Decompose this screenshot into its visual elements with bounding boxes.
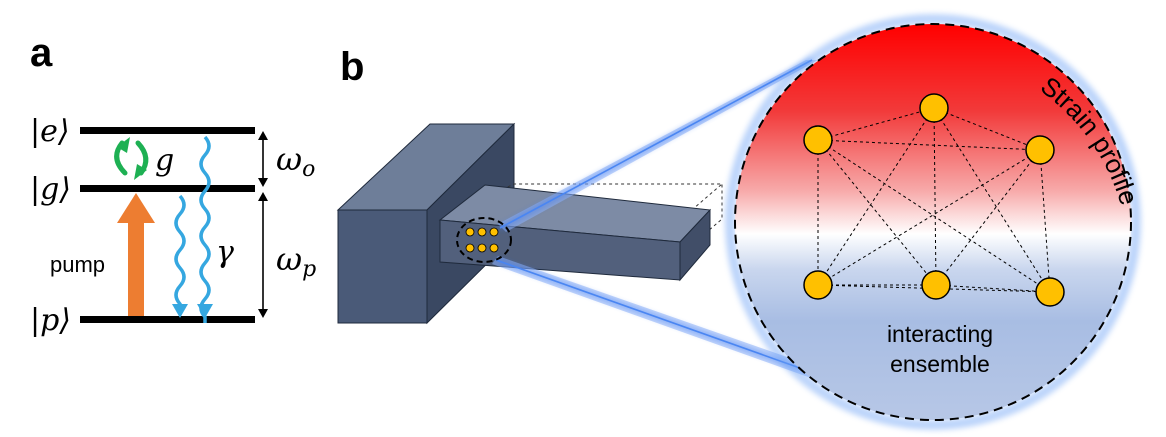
decay-label: γ xyxy=(216,235,234,270)
omega-o-label: ωo xyxy=(276,140,315,182)
ensemble-label-line1: interacting xyxy=(887,321,993,347)
level-g-label: |g⟩ xyxy=(30,172,71,207)
emitter-node xyxy=(919,93,949,123)
omega-o-bracket xyxy=(258,131,268,187)
emitter-node xyxy=(803,270,833,300)
emitter-nodes xyxy=(803,93,1065,307)
interaction-network xyxy=(817,107,1051,293)
panel-b: b xyxy=(336,14,1144,430)
pump-arrow xyxy=(117,193,155,316)
pump-label: pump xyxy=(50,252,105,277)
level-e-line xyxy=(80,127,255,134)
emitter-patch xyxy=(456,217,512,263)
emitter-node xyxy=(1025,135,1055,165)
ensemble-label-line2: ensemble xyxy=(890,351,990,377)
level-g-line xyxy=(80,185,255,192)
strain-circle xyxy=(725,14,1141,430)
emitter-node xyxy=(921,270,951,300)
panel-a-label: a xyxy=(30,31,53,75)
panel-b-label: b xyxy=(340,45,364,89)
level-p-line xyxy=(80,316,255,323)
emitter-node xyxy=(803,125,833,155)
zoom-cone xyxy=(492,58,830,382)
omega-p-label: ωp xyxy=(276,240,316,282)
level-e-label: |e⟩ xyxy=(30,114,70,149)
level-p-label: |p⟩ xyxy=(30,303,71,338)
panel-a: a |e⟩ |g⟩ |p⟩ pump g γ xyxy=(30,31,316,338)
decay-arrows xyxy=(172,135,213,323)
coupling-label: g xyxy=(155,143,174,178)
omega-p-bracket xyxy=(258,192,268,318)
emitter-node xyxy=(1035,277,1065,307)
coupling-arrows xyxy=(114,137,149,180)
